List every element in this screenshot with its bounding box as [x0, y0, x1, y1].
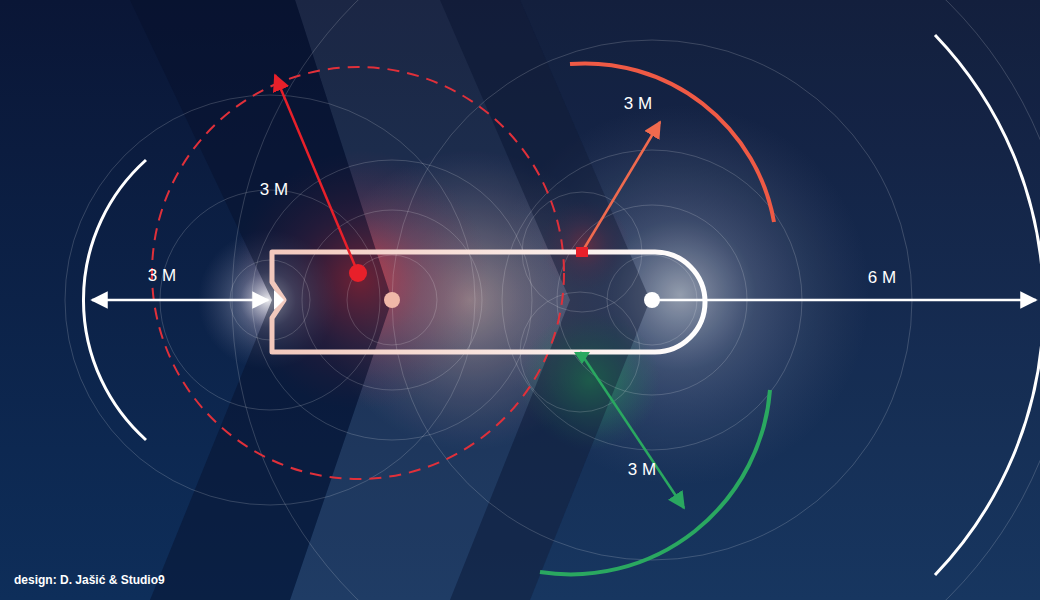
credit-note: design: D. Jašić & Studio9	[14, 573, 165, 587]
range-label: 3 M	[628, 460, 656, 480]
range-label: 6 M	[868, 268, 896, 288]
range-label: 3 M	[624, 94, 652, 114]
range-label: 3 M	[148, 266, 176, 286]
range-label: 3 M	[260, 180, 288, 200]
